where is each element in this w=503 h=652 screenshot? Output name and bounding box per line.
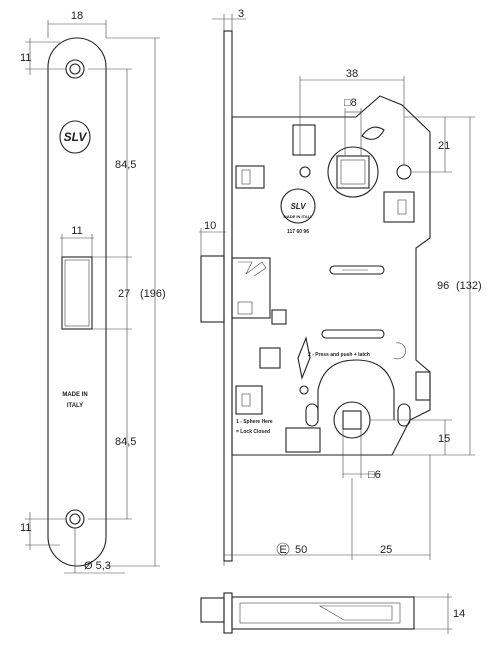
dim-mid-segment: 27: [118, 288, 130, 300]
lock-body-view: SLV MADE IN ITALY 117 60 96 2 - Press an…: [199, 8, 482, 566]
dim-bottom-hole-offset: 11: [20, 522, 31, 534]
upper-screw-hole: [396, 164, 412, 180]
svg-text:MADE IN ITALY: MADE IN ITALY: [284, 214, 313, 219]
dim-hole-diameter: Ø 5,3: [84, 560, 111, 572]
case-outline: [231, 95, 431, 456]
bottom-screw-hole: [65, 509, 85, 529]
lower-slot: [321, 329, 385, 339]
instruction-lock-closed: = Lock Closed: [236, 429, 270, 435]
dim-latch-projection: 10: [204, 220, 216, 232]
bottom-view: 14: [200, 592, 465, 634]
svg-text:SLV: SLV: [64, 130, 88, 144]
top-bracket: [292, 124, 316, 156]
svg-text:SLV: SLV: [290, 202, 306, 211]
spindle-follower: [327, 146, 379, 198]
dim-cylinder-square: □6: [368, 469, 381, 481]
dim-plate-thickness: 3: [238, 8, 244, 20]
front-plate: [223, 30, 233, 562]
dim-spindle-center: 38: [346, 68, 358, 80]
backset-symbol: E: [279, 544, 286, 556]
dim-backset: 50: [295, 544, 307, 556]
instruction-sphere: 1 - Sphere Here: [236, 419, 273, 425]
latch-opening: [61, 256, 93, 330]
dim-faceplate-width: 18: [71, 10, 83, 22]
faceplate-view: SLV MADE IN ITALY 18 11 11 84,5 27 (196)…: [20, 10, 166, 574]
product-code: 117 60 96: [287, 229, 309, 235]
made-in-line2: ITALY: [67, 403, 83, 409]
made-in-line1: MADE IN: [62, 392, 87, 398]
dim-upper-segment: 84,5: [115, 159, 136, 171]
case-bottom: [231, 596, 415, 630]
case-logo: SLV MADE IN ITALY: [280, 188, 316, 224]
dim-bottom-depth: 14: [453, 608, 465, 620]
dim-top-hole-offset: 11: [20, 52, 31, 64]
dim-case-height-total: (132): [456, 280, 482, 292]
dim-square-size: □8: [344, 97, 357, 109]
dim-total-length: (196): [140, 288, 166, 300]
latch-bolt: [200, 255, 225, 323]
dim-case-height: 96: [437, 280, 449, 292]
faceplate-outline: [47, 37, 107, 567]
dim-lower-segment: 84,5: [115, 436, 136, 448]
dim-latch-width: 11: [71, 225, 82, 237]
svl-logo: SLV: [59, 120, 91, 154]
dim-top-offset: 21: [438, 140, 450, 152]
upper-slot: [329, 265, 385, 275]
cylinder-hub: [333, 401, 371, 439]
top-screw-hole: [65, 59, 85, 79]
dim-bottom-offset: 15: [438, 433, 450, 445]
dim-right-part: 25: [380, 544, 392, 556]
instruction-press: 2 - Press and push + latch: [308, 352, 370, 358]
